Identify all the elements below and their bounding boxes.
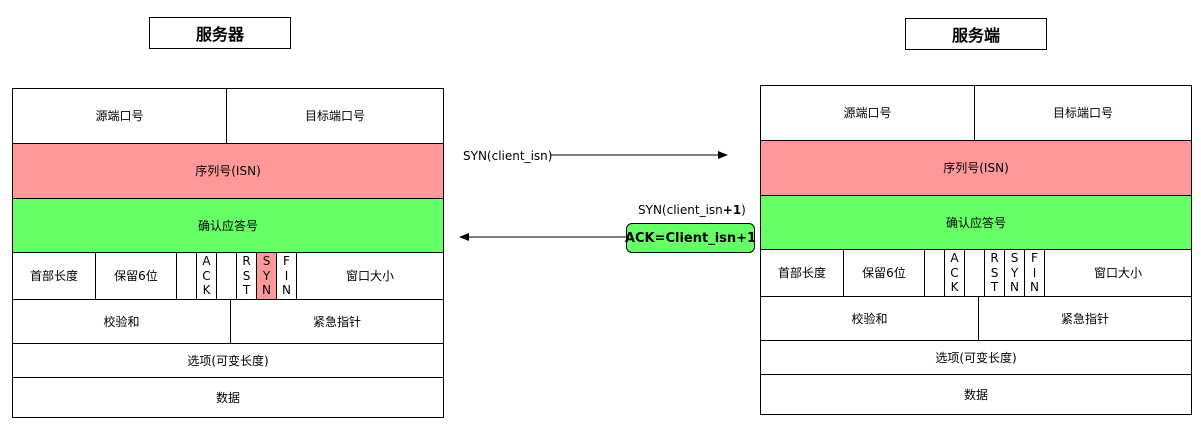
right-title: 服务端 xyxy=(905,18,1047,50)
left-title: 服务器 xyxy=(149,17,291,49)
right-header-length: 首部长度 xyxy=(760,249,844,297)
right-ack-number: 确认应答号 xyxy=(760,195,1192,250)
right-urgent-pointer: 紧急指针 xyxy=(978,296,1192,341)
left-ack-number: 确认应答号 xyxy=(12,198,444,253)
ack-value-box: ACK=Client_isn+1 xyxy=(625,223,756,253)
left-seq-number: 序列号(ISN) xyxy=(12,143,444,199)
left-window-size: 窗口大小 xyxy=(296,252,444,300)
left-data: 数据 xyxy=(12,377,444,418)
right-checksum: 校验和 xyxy=(760,296,979,341)
left-urgent-pointer: 紧急指针 xyxy=(230,299,444,344)
right-data: 数据 xyxy=(760,374,1192,415)
left-checksum: 校验和 xyxy=(12,299,231,344)
right-window-size: 窗口大小 xyxy=(1044,249,1192,297)
right-src-port: 源端口号 xyxy=(760,85,975,141)
left-header-length: 首部长度 xyxy=(12,252,96,300)
left-reserved: 保留6位 xyxy=(95,252,177,300)
right-dst-port: 目标端口号 xyxy=(974,85,1192,141)
synack-label: SYN(client_isn+1) xyxy=(638,203,746,217)
syn-label: SYN(client_isn) xyxy=(463,149,553,163)
left-src-port: 源端口号 xyxy=(12,88,227,144)
